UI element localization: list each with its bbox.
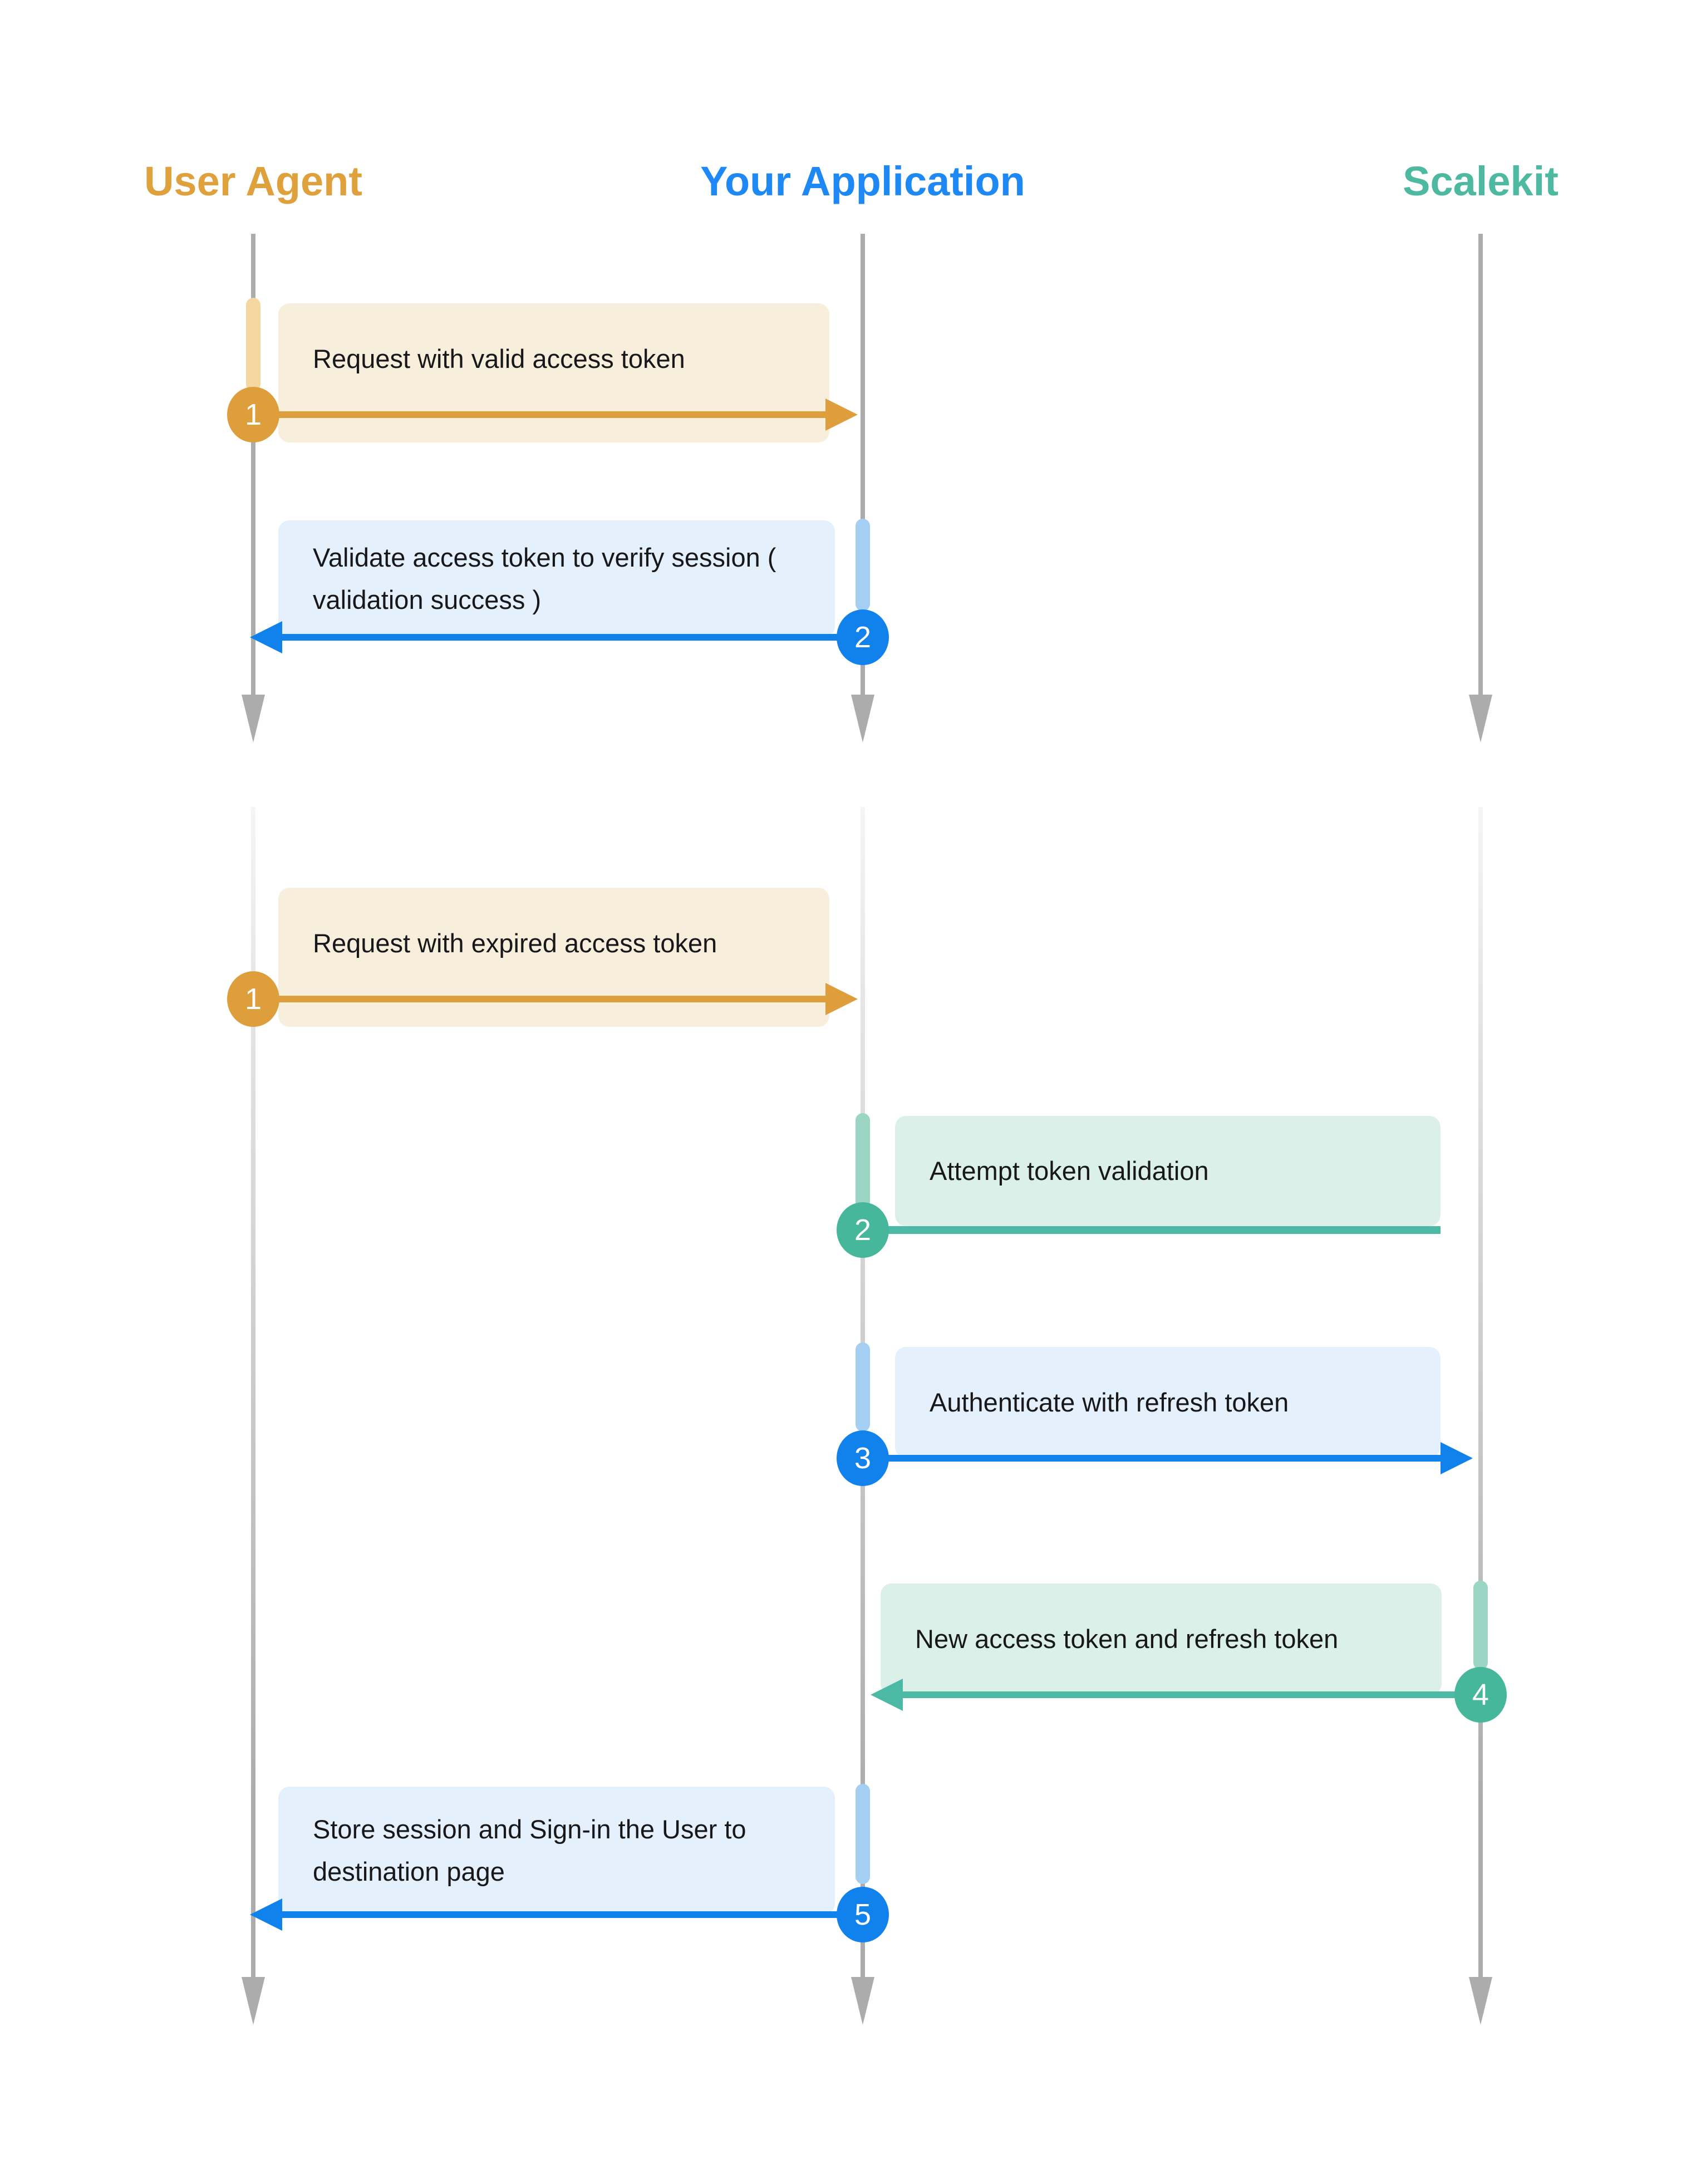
- lifeline-arrowhead-icon: [851, 1977, 874, 2025]
- lifeline-user-agent-s1: [251, 234, 255, 697]
- step-badge: 2: [837, 609, 889, 665]
- message-label: Validate access token to verify session …: [313, 542, 776, 614]
- step-badge: 5: [837, 1887, 889, 1942]
- step-badge: 4: [1454, 1667, 1507, 1723]
- arrowhead-left-icon: [871, 1679, 903, 1711]
- message-box: Authenticate with refresh token: [895, 1347, 1441, 1458]
- arrowhead-left-icon: [250, 1898, 282, 1931]
- lifeline-user-agent-s2: [251, 807, 255, 1979]
- lifeline-scalekit-s2: [1478, 807, 1483, 1979]
- lifeline-arrowhead-icon: [242, 695, 265, 742]
- lifeline-scalekit-s1: [1478, 234, 1483, 697]
- message-arrow-right: [253, 399, 858, 431]
- message-box: Request with valid access token: [278, 303, 829, 442]
- actor-label-user-agent: User Agent: [144, 158, 363, 204]
- message-arrow-right: [253, 983, 858, 1015]
- message-label: Store session and Sign-in the User to de…: [313, 1814, 746, 1886]
- message-arrow-left: [250, 1898, 863, 1931]
- message-box: Validate access token to verify session …: [278, 520, 835, 637]
- message-box: Request with expired access token: [278, 888, 829, 1027]
- message-label: Authenticate with refresh token: [930, 1387, 1289, 1417]
- lifeline-arrowhead-icon: [851, 695, 874, 742]
- message-label: New access token and refresh token: [915, 1624, 1339, 1654]
- step-badge: 2: [837, 1202, 889, 1258]
- step-badge: 1: [227, 387, 279, 442]
- arrowhead-right-icon: [1441, 1442, 1473, 1474]
- arrowhead-right-icon: [825, 983, 858, 1015]
- lifeline-your-application-s1: [861, 234, 865, 697]
- message-label: Request with expired access token: [313, 928, 717, 958]
- step-badge: 3: [837, 1430, 889, 1486]
- arrowhead-left-icon: [250, 621, 282, 653]
- message-box: Store session and Sign-in the User to de…: [278, 1787, 835, 1915]
- activation-bar: [856, 519, 870, 611]
- activation-bar: [856, 1342, 870, 1432]
- message-arrow-left: [871, 1679, 1481, 1711]
- activation-bar: [856, 1113, 870, 1209]
- message-box: New access token and refresh token: [881, 1583, 1442, 1695]
- message-box: Attempt token validation: [895, 1116, 1441, 1226]
- lifeline-arrowhead-icon: [1469, 1977, 1492, 2025]
- actor-label-scalekit: Scalekit: [1403, 158, 1559, 204]
- lifeline-arrowhead-icon: [1469, 695, 1492, 742]
- lifeline-arrowhead-icon: [242, 1977, 265, 2025]
- message-label: Attempt token validation: [930, 1155, 1209, 1186]
- arrowhead-right-icon: [825, 399, 858, 431]
- message-label: Request with valid access token: [313, 343, 685, 373]
- message-arrow-right: [863, 1442, 1473, 1474]
- activation-bar: [246, 298, 260, 391]
- actor-label-your-application: Your Application: [700, 158, 1025, 204]
- activation-bar: [856, 1784, 870, 1884]
- activation-bar: [1473, 1581, 1488, 1670]
- step-badge: 1: [227, 971, 279, 1027]
- message-arrow-left: [250, 621, 863, 653]
- self-message-underline: [863, 1226, 1441, 1234]
